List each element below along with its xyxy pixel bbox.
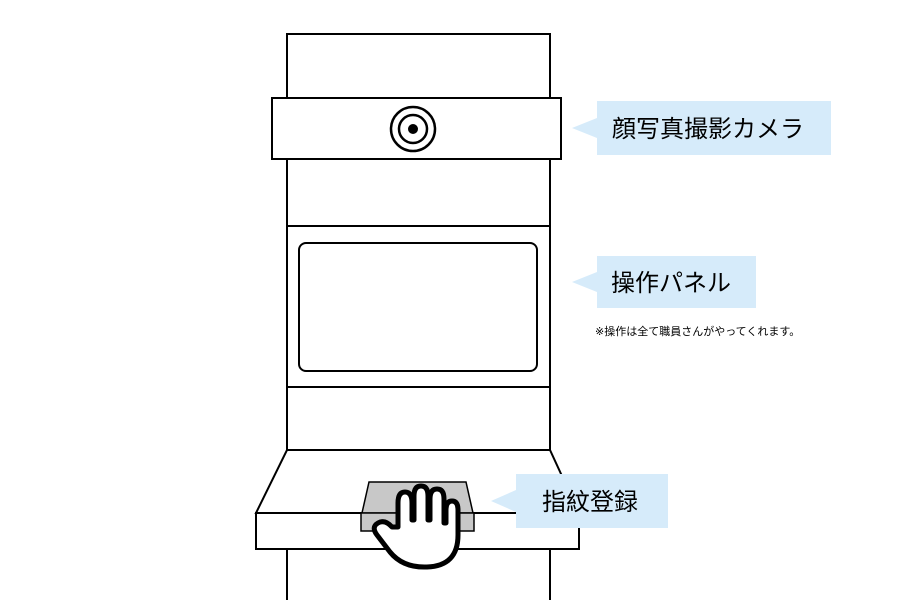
callout-fingerprint-label: 指紋登録: [542, 488, 638, 516]
callout-fingerprint-box: [491, 474, 668, 528]
callout-fingerprint: 指紋登録: [491, 474, 668, 528]
hand-icon: [371, 483, 461, 570]
callout-camera-label: 顔写真撮影カメラ: [612, 115, 804, 143]
camera-lens-icon: [389, 105, 437, 153]
callout-panel: 操作パネル: [572, 256, 756, 308]
callout-camera-box: [572, 101, 831, 155]
callout-camera: 顔写真撮影カメラ: [572, 101, 831, 155]
panel-note: ※操作は全て職員さんがやってくれます。: [595, 324, 800, 338]
callout-panel-label: 操作パネル: [611, 269, 731, 297]
operation-panel-screen: [298, 242, 538, 372]
callout-panel-box: [572, 256, 756, 308]
